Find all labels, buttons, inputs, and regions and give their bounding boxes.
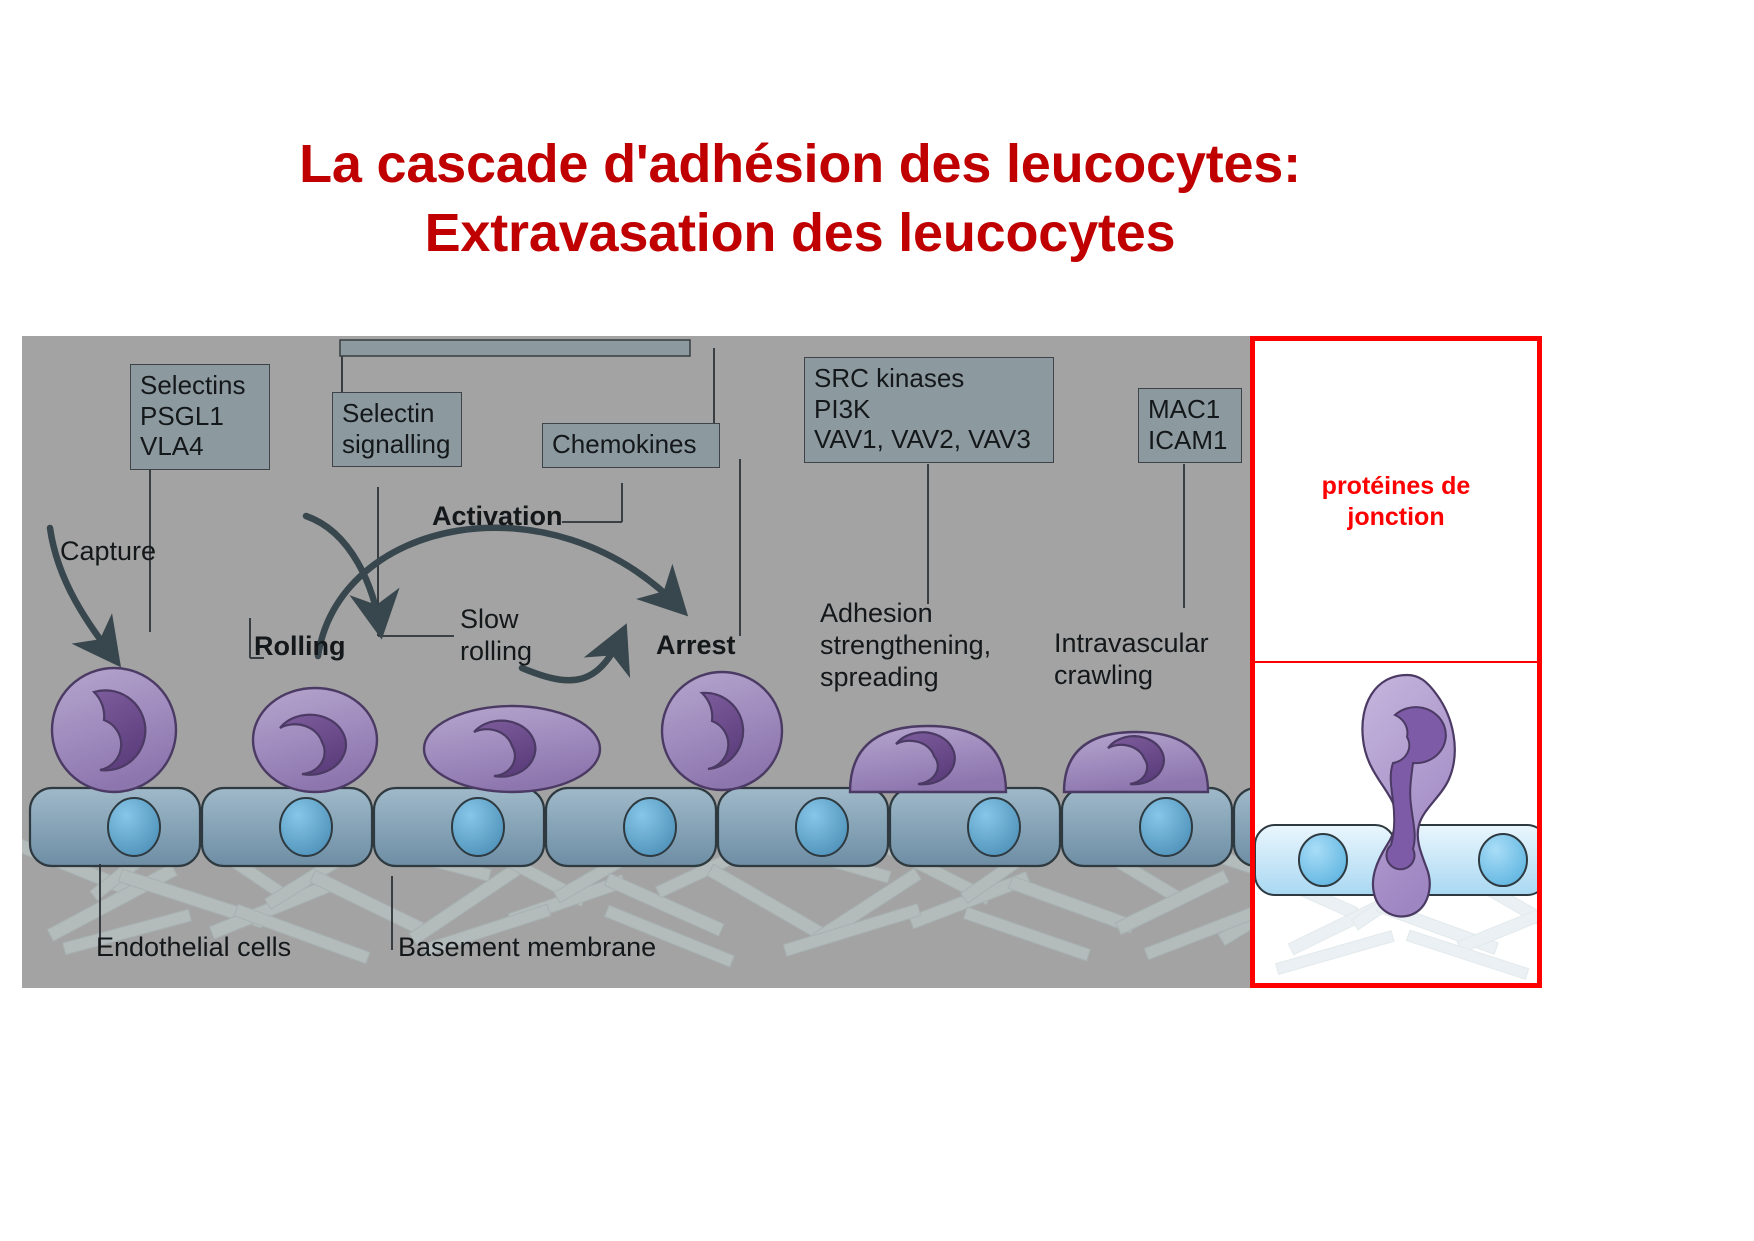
cascade-illustration bbox=[22, 339, 1542, 968]
process-arrows bbox=[46, 512, 689, 684]
step-label-intravascular-crawling: Intravascular crawling bbox=[1054, 628, 1209, 690]
inset-caption-line-1: protéines de bbox=[1321, 472, 1471, 500]
label-box-selectin-signalling: Selectin signalling bbox=[332, 392, 462, 468]
step-label-capture: Capture bbox=[60, 536, 157, 566]
inset-divider bbox=[1255, 661, 1537, 663]
inset-caption-line-2: jonction bbox=[1347, 503, 1445, 532]
step-label-adhesion-strengthening: Adhesion strengthening, spreading bbox=[820, 598, 992, 692]
structure-label-endothelial-cells: Endothelial cells bbox=[96, 932, 292, 962]
label-box-selectins: Selectins PSGL1 VLA4 bbox=[130, 364, 270, 471]
label-box-mac1-icam1: MAC1 ICAM1 bbox=[1138, 388, 1242, 464]
structure-label-basement-membrane: Basement membrane bbox=[398, 932, 657, 962]
inset-endothelial-nuclei bbox=[1298, 833, 1528, 887]
step-label-slow-rolling: Slow rolling bbox=[460, 604, 533, 666]
label-box-chemokines: Chemokines bbox=[542, 423, 720, 468]
capture-arrow bbox=[46, 524, 122, 668]
step-label-arrest: Arrest bbox=[656, 630, 736, 660]
endothelial-cell-layer bbox=[28, 786, 1542, 868]
leader-lines bbox=[149, 348, 1185, 659]
step-label-rolling: Rolling bbox=[254, 631, 346, 661]
leukocyte-intravascular-crawling bbox=[1062, 730, 1210, 794]
label-box-src-kinases: SRC kinases PI3K VAV1, VAV2, VAV3 bbox=[804, 357, 1054, 464]
activation-arc bbox=[314, 524, 689, 660]
leukocyte-arrest bbox=[660, 670, 784, 792]
leukocyte-rolling bbox=[251, 686, 379, 794]
title-line-1: La cascade d'adhésion des leucocytes: bbox=[299, 134, 1301, 194]
leukocyte-capture bbox=[50, 666, 178, 794]
bottom-leader-lines bbox=[99, 864, 393, 950]
page-title: La cascade d'adhésion des leucocytes: Ex… bbox=[0, 130, 1600, 268]
transmigrating-leukocyte bbox=[1361, 673, 1456, 918]
leukocyte-adhesion-spreading bbox=[848, 724, 1008, 794]
leukocyte-slow-rolling bbox=[422, 704, 602, 794]
slow-rolling-arrow bbox=[518, 623, 631, 684]
rolling-arrow bbox=[302, 512, 400, 640]
clipped-top-box bbox=[339, 339, 691, 357]
step-label-activation: Activation bbox=[432, 501, 563, 531]
transmigration-illustration bbox=[1255, 673, 1537, 980]
inset-caption: protéines de jonction bbox=[1255, 471, 1537, 534]
title-line-2: Extravasation des leucocytes bbox=[424, 203, 1176, 264]
junction-proteins-inset: protéines de jonction bbox=[1250, 336, 1542, 988]
